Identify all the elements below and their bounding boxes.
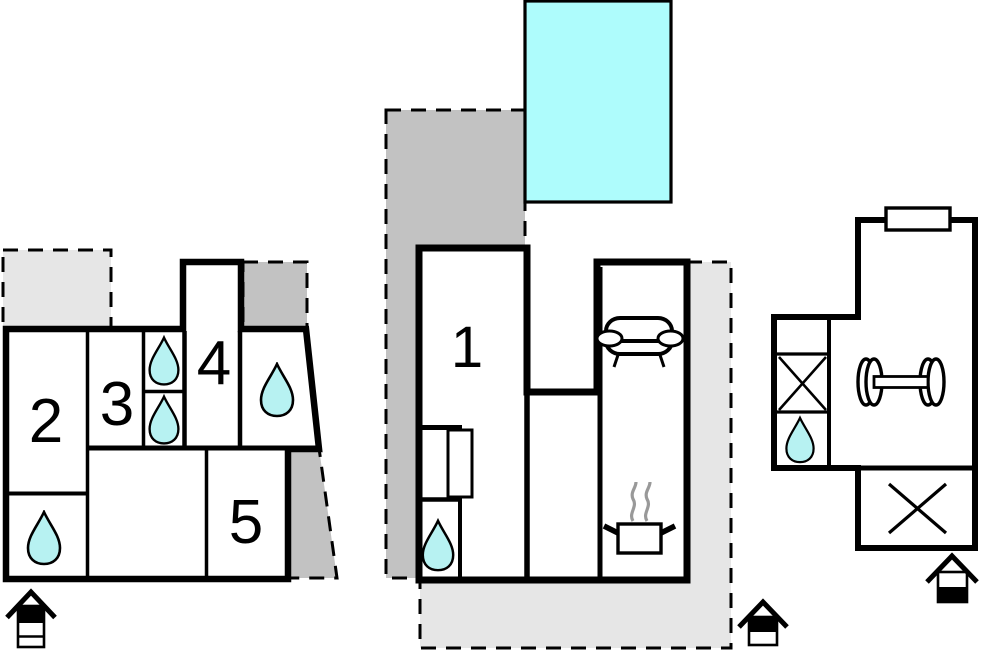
cooking-pot-icon [602, 481, 677, 555]
pot-body [616, 522, 663, 555]
floorplan-middle: 1 [384, 0, 789, 650]
floorplan-left: 2 3 4 5 [1, 248, 339, 649]
house-roof [737, 598, 789, 629]
interior-walls [6, 331, 317, 577]
sofa-armrest [595, 329, 624, 348]
cross-line [887, 482, 948, 535]
interior-walls [419, 248, 603, 578]
dumbbell-icon [856, 357, 946, 407]
pot-handle [659, 523, 677, 536]
room-number: 1 [451, 315, 483, 380]
room-number: 2 [29, 387, 63, 456]
sofa-armrest [656, 329, 685, 348]
terrace-light-top-left [1, 248, 113, 330]
sofa-icon [595, 316, 685, 368]
house-band [18, 606, 44, 623]
house-roof [925, 552, 979, 584]
steam-line [643, 481, 652, 522]
interior-walls [776, 319, 973, 471]
cross-marker-icon [778, 356, 827, 411]
house-band [749, 617, 777, 632]
terrace-dark-top-right [241, 260, 309, 330]
house-roof [5, 588, 57, 620]
door-recess [446, 428, 474, 499]
steam-line [629, 481, 638, 522]
entrance-house-icon [5, 588, 57, 649]
floorplan-right [771, 206, 979, 604]
room-number: 4 [197, 329, 231, 398]
dumbbell-plate [926, 357, 946, 407]
dumbbell-bar [872, 375, 930, 389]
entrance-house-icon [737, 598, 789, 647]
room-number: 5 [229, 488, 263, 557]
entrance-house-icon [925, 552, 979, 604]
cross-marker-icon [887, 482, 948, 535]
house-band [938, 587, 967, 602]
room-number: 3 [100, 370, 134, 439]
swimming-pool [523, 0, 673, 204]
pot-handle [602, 523, 620, 536]
cross-line [778, 356, 827, 411]
window-icon [884, 206, 952, 232]
terrace-dark-bottom-right [286, 446, 339, 580]
